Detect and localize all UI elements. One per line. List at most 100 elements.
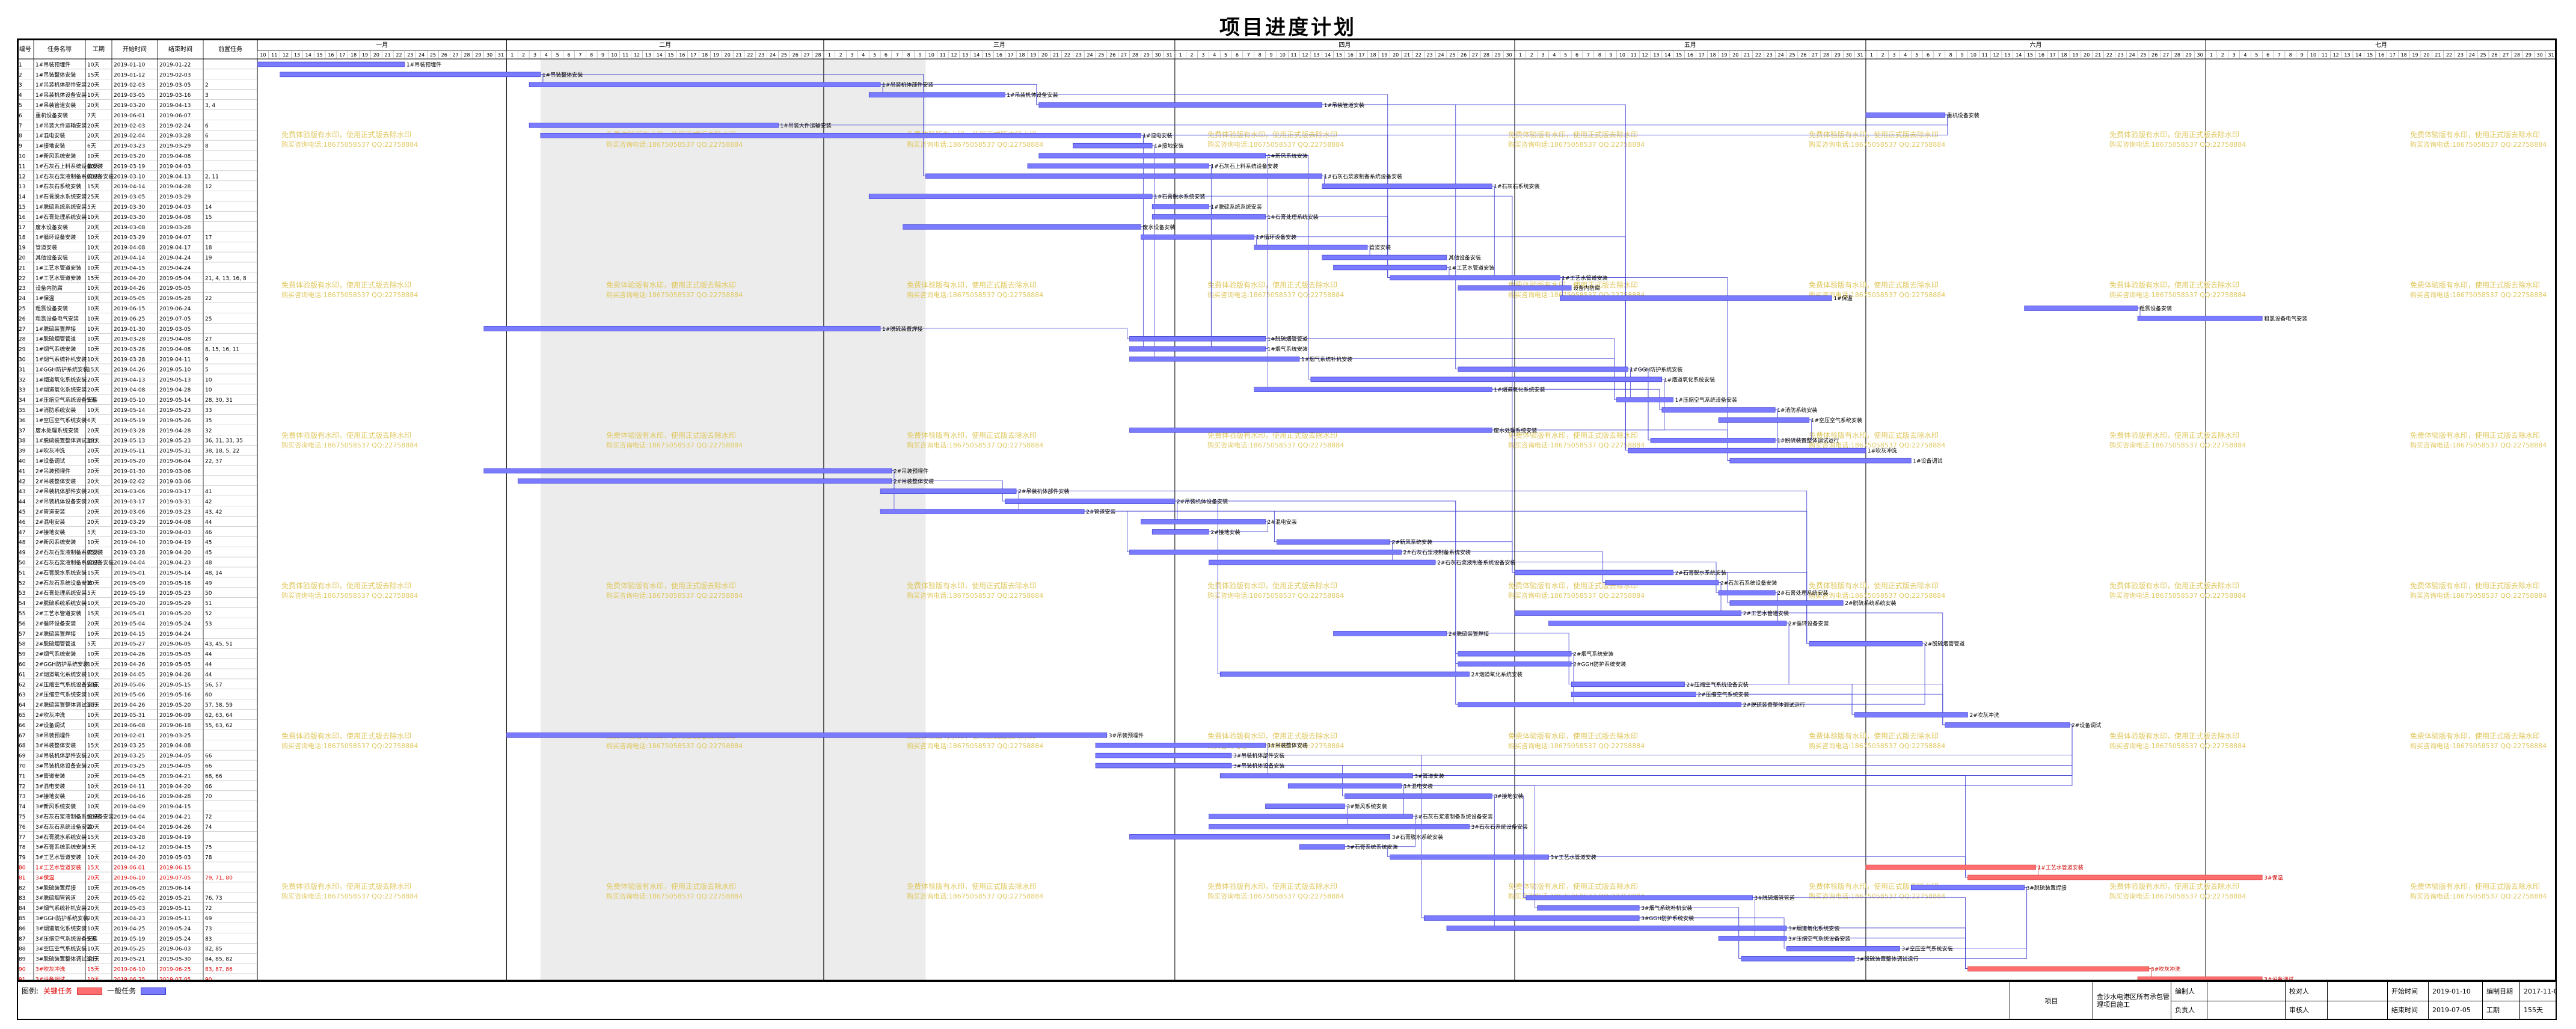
bar-label: 2#吊装预埋件	[894, 467, 928, 475]
bar-label: 1#保温	[1833, 295, 1852, 302]
bar-label: 2#混电安装	[1268, 518, 1297, 526]
column-header: 编号	[19, 45, 31, 53]
table-cell-id: 39	[19, 449, 26, 455]
table-cell-name: 1#工艺水管道安装	[35, 864, 81, 871]
day-label: 4	[1213, 52, 1216, 58]
watermark-line2: 购买咨询电话:18675058537 QQ:22758884	[1809, 742, 1945, 750]
day-label: 9	[601, 52, 604, 58]
day-label: 15	[1336, 52, 1342, 58]
table-cell-start: 2019-04-20	[114, 855, 146, 861]
table-cell-id: 7	[19, 123, 22, 129]
dependency-links	[529, 73, 2152, 979]
day-label: 27	[1812, 52, 1818, 58]
day-label: 16	[2378, 52, 2384, 58]
table-cell-end: 2019-06-05	[159, 642, 191, 648]
watermark-line2: 购买咨询电话:18675058537 QQ:22758884	[907, 441, 1043, 449]
footer-reviewer-value	[2328, 1000, 2387, 1019]
table-cell-pred: 21, 4, 13, 16, 8	[205, 275, 247, 281]
day-label: 25	[2140, 52, 2146, 58]
day-label: 25	[1449, 52, 1455, 58]
watermark-line1: 免费体验版有水印，使用正式版去除水印	[606, 581, 736, 590]
footer-bar: 图例: 关键任务 一般任务 项目 金沙水电港区所有承包管理项目施工 编制人 负责…	[17, 981, 2557, 1020]
bar-label: 2#吹灰冲洗	[1969, 711, 1999, 719]
task-bar	[1560, 295, 1832, 301]
table-cell-pred: 43, 42	[205, 509, 222, 515]
table-cell-id: 2	[19, 72, 22, 78]
table-cell-name: 3#吹灰冲洗	[35, 966, 65, 973]
dependency-link	[1288, 724, 2073, 786]
table-cell-duration: 15天	[87, 967, 99, 973]
task-bar	[903, 224, 1141, 230]
watermark-line1: 免费体验版有水印，使用正式版去除水印	[1809, 581, 1939, 590]
table-cell-id: 52	[19, 580, 25, 586]
footer-made-by-value	[2207, 982, 2285, 1001]
bar-label: 其他设备安装	[1449, 254, 1481, 262]
table-cell-end: 2019-05-28	[159, 296, 191, 302]
day-label: 10	[2310, 52, 2316, 58]
day-label: 30	[1506, 52, 1512, 58]
table-cell-name: 1#吊装大件运输安装	[35, 122, 87, 129]
watermark-line2: 购买咨询电话:18675058537 QQ:22758884	[2109, 591, 2246, 600]
table-cell-pred: 6	[205, 123, 209, 129]
table-cell-duration: 10天	[87, 459, 99, 465]
day-label: 16	[679, 52, 685, 58]
month-label: 六月	[2029, 41, 2041, 49]
bar-label: 1#吊装大件运输安装	[780, 122, 832, 129]
task-bar	[1729, 458, 1912, 464]
watermark-line2: 购买咨询电话:18675058537 QQ:22758884	[2410, 742, 2547, 750]
day-label: 23	[1076, 52, 1082, 58]
dependency-link	[1492, 389, 1651, 441]
table-cell-duration: 10天	[87, 286, 99, 292]
table-cell-end: 2019-06-03	[159, 947, 191, 953]
table-cell-pred: 62, 63, 64	[205, 713, 233, 719]
day-label: 14	[1325, 52, 1331, 58]
table-cell-start: 2019-03-06	[114, 489, 146, 495]
day-label: 10	[928, 52, 934, 58]
table-cell-end: 2019-05-03	[159, 855, 191, 861]
task-bar	[280, 72, 541, 78]
watermark-line2: 购买咨询电话:18675058537 QQ:22758884	[907, 591, 1043, 600]
bar-label: 1#石灰石系统安装	[1494, 183, 1539, 190]
table-cell-name: 3#设备调试	[35, 975, 65, 981]
day-label: 6	[1236, 52, 1239, 58]
day-label: 26	[2491, 52, 2497, 58]
table-cell-start: 2019-03-29	[114, 520, 146, 526]
table-cell-end: 2019-04-13	[159, 174, 191, 180]
task-bar	[2024, 306, 2138, 311]
dependency-link	[1446, 633, 1572, 684]
table-cell-start: 2019-05-20	[114, 601, 146, 607]
task-bar	[1616, 397, 1673, 402]
watermark-line2: 购买咨询电话:18675058537 QQ:22758884	[1809, 140, 1945, 149]
table-cell-pred: 45	[205, 550, 212, 556]
day-label: 23	[1767, 52, 1773, 58]
table-cell-end: 2019-06-14	[159, 885, 191, 891]
day-label: 25	[430, 52, 436, 58]
table-cell-id: 91	[19, 977, 25, 981]
day-label: 28	[2514, 52, 2520, 58]
day-label: 7	[1247, 52, 1250, 58]
table-cell-start: 2019-03-25	[114, 764, 145, 770]
day-label: 24	[1778, 52, 1784, 58]
table-cell-pred: 14	[205, 204, 212, 210]
table-cell-id: 76	[19, 825, 26, 831]
table-cell-pred: 10	[205, 387, 212, 393]
table-cell-start: 2019-05-19	[114, 591, 146, 597]
watermark-line2: 购买咨询电话:18675058537 QQ:22758884	[2410, 591, 2547, 600]
table-cell-name: 2#新风系统安装	[35, 539, 76, 546]
table-cell-start: 2019-06-15	[114, 306, 145, 312]
task-bar	[257, 61, 405, 67]
table-cell-pred: 44	[205, 652, 212, 658]
table-cell-end: 2019-05-23	[159, 438, 191, 444]
table-cell-duration: 10天	[87, 885, 99, 891]
day-label: 1	[1870, 52, 1873, 58]
task-bar	[1605, 580, 1719, 586]
table-cell-duration: 10天	[87, 62, 99, 68]
table-cell-end: 2019-05-11	[159, 916, 191, 922]
table-cell-end: 2019-01-22	[159, 62, 191, 68]
table-cell-end: 2019-07-05	[159, 977, 191, 981]
bar-label: 2#脱硫装置焊接	[1449, 630, 1489, 637]
footer-value-col-2	[2327, 982, 2387, 1019]
day-label: 29	[1835, 52, 1841, 58]
bar-label: 1#设备调试	[1913, 458, 1942, 465]
day-label: 2	[2221, 52, 2224, 58]
